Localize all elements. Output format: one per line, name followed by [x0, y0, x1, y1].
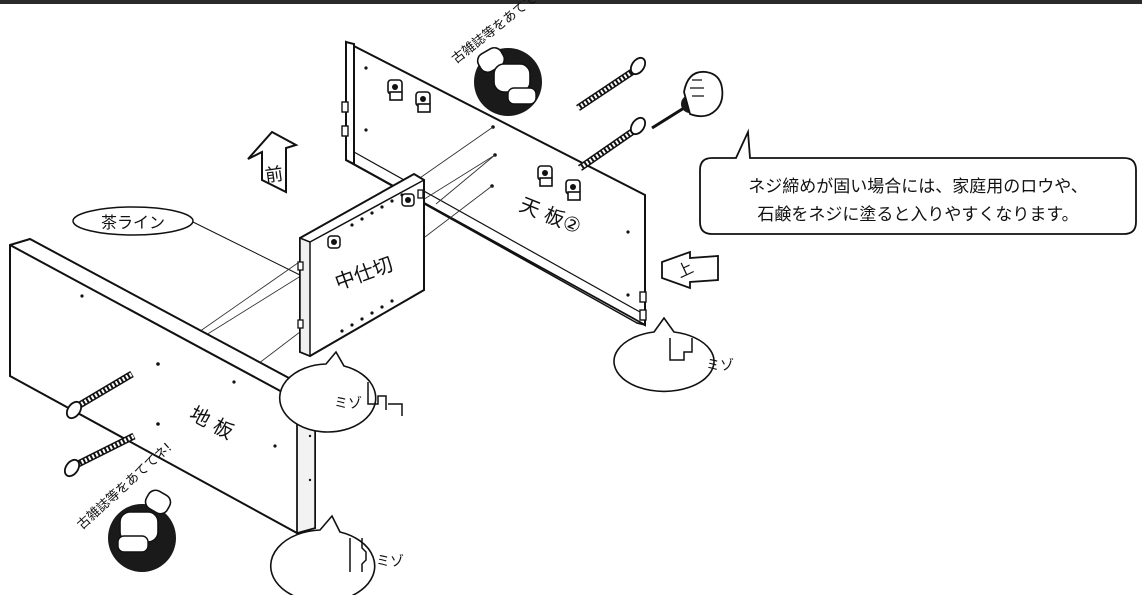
hammer-icon-bottom: [108, 489, 176, 572]
up-arrow: 上: [661, 250, 719, 290]
top-border: [0, 0, 1142, 4]
groove-callout-2: ミゾ: [613, 316, 734, 393]
front-arrow-label: 前: [264, 164, 285, 187]
front-arrow: 前: [247, 130, 299, 194]
tip-line-1: ネジ締めが固い場合には、家庭用のロウや、: [748, 177, 1088, 197]
brown-line-label: 茶ライン: [101, 213, 165, 232]
up-arrow-label: 上: [674, 258, 697, 282]
tip-line-2: 石鹸をネジに塗ると入りやすくなります。: [757, 204, 1078, 225]
groove-callout-1: ミゾ: [278, 350, 403, 433]
screw-icon-top-2: [578, 116, 647, 171]
screw-icon-bottom-1: [65, 370, 134, 420]
groove-label-2: ミゾ: [706, 358, 734, 374]
groove-label-1: ミゾ: [334, 396, 362, 412]
hammer-icon-top: [474, 46, 542, 116]
groove-label-3: ミゾ: [376, 554, 404, 570]
brown-line-callout: 茶ライン: [72, 206, 307, 279]
screw-icon-bottom-2: [63, 432, 136, 478]
bottom-board-panel: 地 板: [9, 237, 316, 535]
tip-bubble: ネジ締めが固い場合には、家庭用のロウや、 石鹸をネジに塗ると入りやすくなります。: [699, 128, 1137, 235]
screwdriver-hand-icon: [651, 70, 724, 130]
groove-callout-3: ミゾ: [269, 514, 404, 595]
screw-icon-top-1: [576, 56, 647, 111]
middle-partition-panel: 中仕切: [297, 172, 425, 358]
